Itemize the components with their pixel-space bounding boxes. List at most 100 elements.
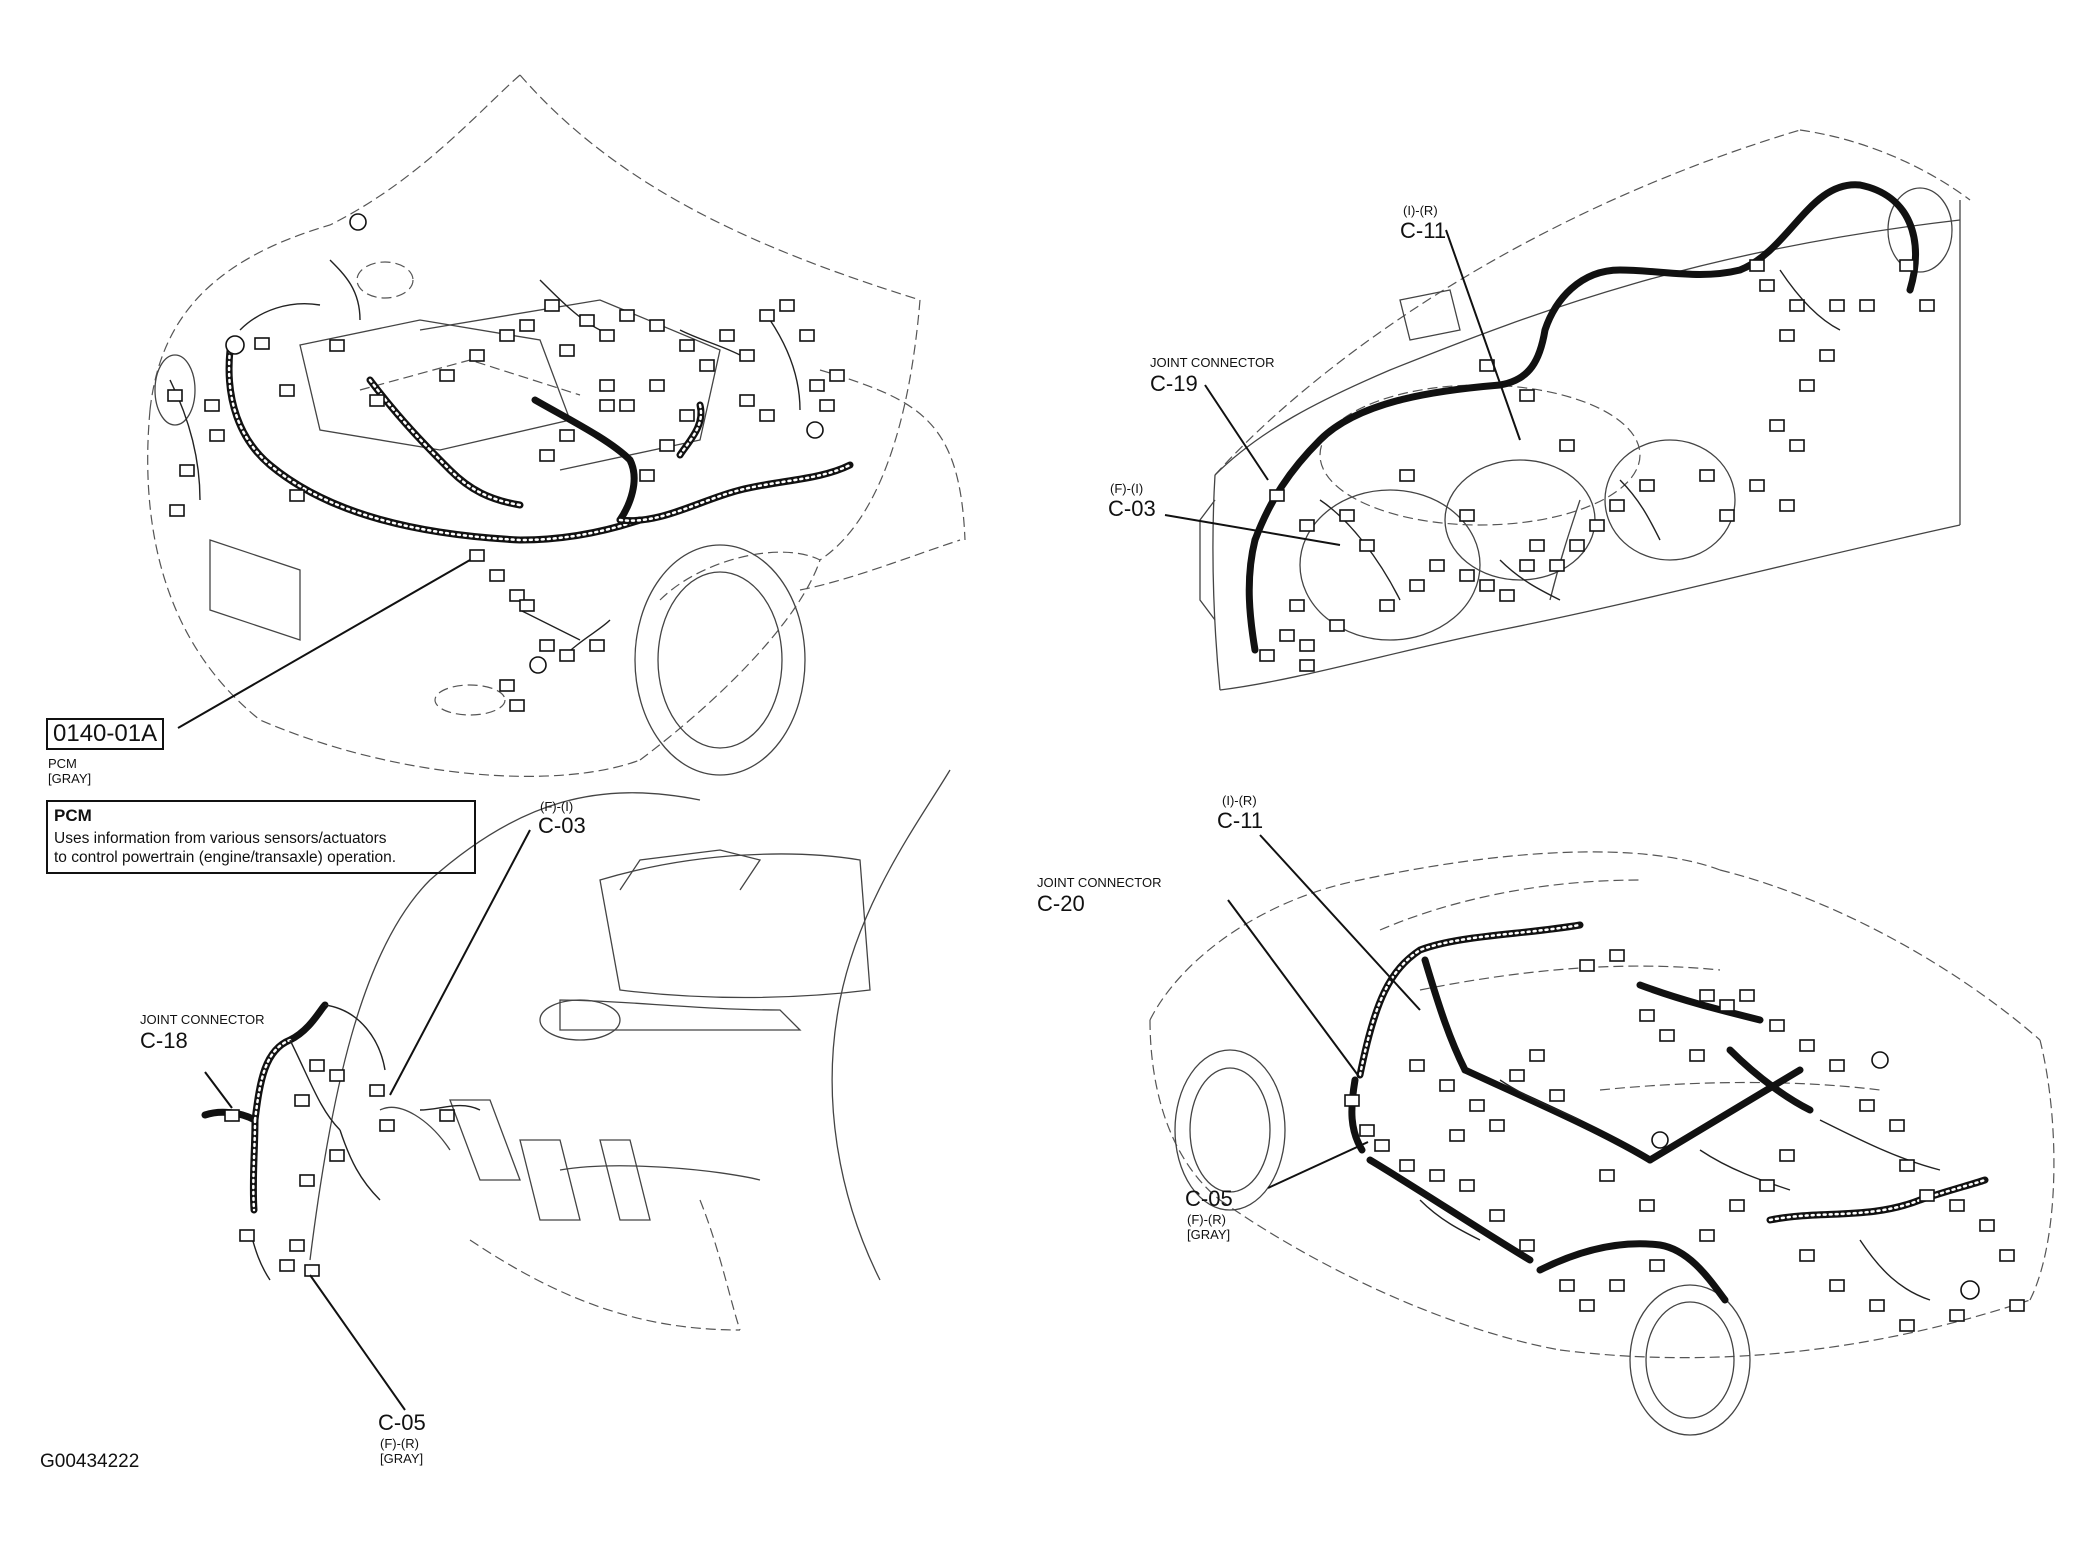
connector-block — [1289, 599, 1305, 612]
connector-block — [1859, 1099, 1875, 1112]
pcm-description-title: PCM — [54, 806, 92, 825]
connector-block — [679, 339, 695, 352]
connector-block — [599, 379, 615, 392]
connector-block — [1344, 1094, 1360, 1107]
connector-block — [1889, 1119, 1905, 1132]
connector-block — [1609, 1279, 1625, 1292]
connector-block — [1979, 1219, 1995, 1232]
connector-block — [1359, 539, 1375, 552]
connector-block — [1779, 329, 1795, 342]
connector-block — [169, 504, 185, 517]
body-floor-view — [1149, 834, 2055, 1436]
body-c20-type: JOINT CONNECTOR — [1037, 875, 1162, 890]
connector-block — [329, 339, 345, 352]
connector-block — [559, 649, 575, 662]
figure-id: G00434222 — [40, 1451, 140, 1472]
connector-block — [1779, 1149, 1795, 1162]
connector-block — [1529, 539, 1545, 552]
pcm-connector-name: PCM — [48, 756, 77, 771]
dashboard-connectors — [1259, 259, 1935, 672]
connector-block — [1399, 469, 1415, 482]
connector-block — [499, 329, 515, 342]
connector-block — [1459, 569, 1475, 582]
connector-block — [519, 599, 535, 612]
connector-block — [1659, 1029, 1675, 1042]
dash-c19-type: JOINT CONNECTOR — [1150, 355, 1275, 370]
connector-block — [509, 699, 525, 712]
connector-block — [1689, 1049, 1705, 1062]
connector-block — [1299, 659, 1315, 672]
connector-block — [254, 337, 270, 350]
pcm-connector-code: 0140-01A — [46, 718, 165, 750]
connector-block — [1429, 559, 1445, 572]
connector-block — [499, 679, 515, 692]
body-c11-id: C-11 — [1217, 808, 1264, 833]
connector-block — [489, 569, 505, 582]
connector-block — [279, 1259, 295, 1272]
body-c20-id: C-20 — [1037, 891, 1085, 916]
connector-block — [799, 329, 815, 342]
connector-block — [369, 394, 385, 407]
engine-connectors — [167, 299, 845, 712]
connector-block — [719, 329, 735, 342]
connector-block — [369, 1084, 385, 1097]
connector-block — [1819, 349, 1835, 362]
pcm-description-line-2: to control powertrain (engine/transaxle)… — [54, 849, 397, 867]
connector-block — [1399, 1159, 1415, 1172]
connector-block — [1759, 1179, 1775, 1192]
connector-block — [1699, 1229, 1715, 1242]
connector-block — [1949, 1199, 1965, 1212]
connector-block — [619, 399, 635, 412]
foot-c03-id: C-03 — [538, 813, 586, 838]
connector-block — [1719, 999, 1735, 1012]
body-connectors — [1344, 949, 2025, 1332]
connector-block — [1479, 579, 1495, 592]
connector-block — [1599, 1169, 1615, 1182]
dash-c03-id: C-03 — [1108, 496, 1156, 521]
connector-block — [1569, 539, 1585, 552]
foot-c03-position: (F)-(I) — [540, 799, 574, 814]
connector-block — [519, 319, 535, 332]
connector-block — [167, 389, 183, 402]
connector-block — [1339, 509, 1355, 522]
pcm-description-box: PCM Uses information from various sensor… — [46, 800, 476, 874]
connector-block — [699, 359, 715, 372]
connector-block — [1899, 259, 1915, 272]
connector-block — [1559, 1279, 1575, 1292]
connector-block — [819, 399, 835, 412]
connector-block — [1799, 1039, 1815, 1052]
connector-block — [679, 409, 695, 422]
connector-block — [1829, 1059, 1845, 1072]
body-c05-position: (F)-(R) — [1187, 1212, 1226, 1227]
connector-block — [1459, 1179, 1475, 1192]
connector-block — [1899, 1319, 1915, 1332]
connector-block — [599, 329, 615, 342]
body-c05-id: C-05 — [1185, 1186, 1233, 1211]
connector-block — [469, 549, 485, 562]
connector-block — [639, 469, 655, 482]
connector-block — [559, 429, 575, 442]
connector-block — [559, 344, 575, 357]
connector-block — [1259, 649, 1275, 662]
connector-block — [1329, 619, 1345, 632]
pcm-description-line-1: Uses information from various sensors/ac… — [54, 830, 387, 847]
connector-block — [1579, 959, 1595, 972]
connector-block — [1519, 1239, 1535, 1252]
connector-block — [1799, 1249, 1815, 1262]
connector-block — [1439, 1079, 1455, 1092]
connector-block — [1999, 1249, 2015, 1262]
connector-block — [1409, 1059, 1425, 1072]
connector-block — [1859, 299, 1875, 312]
connector-block — [1489, 1209, 1505, 1222]
foot-c05-position: (F)-(R) — [380, 1436, 419, 1451]
connector-block — [1799, 379, 1815, 392]
connector-block — [1639, 1009, 1655, 1022]
connector-block — [1499, 589, 1515, 602]
connector-block — [1359, 1124, 1375, 1137]
connector-block — [329, 1149, 345, 1162]
connector-block — [809, 379, 825, 392]
connector-block — [1519, 559, 1535, 572]
connector-block — [1374, 1139, 1390, 1152]
connector-block — [299, 1174, 315, 1187]
connector-block — [1459, 509, 1475, 522]
